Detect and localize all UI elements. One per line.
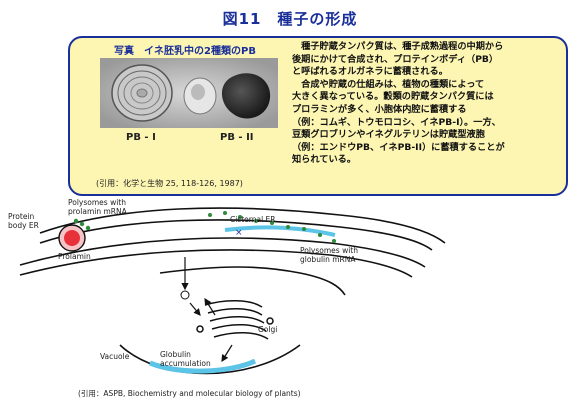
vacuole-label: Vacuole — [100, 352, 130, 361]
label-line: Protein — [8, 212, 35, 221]
paragraph-line: 大きく異なっている。穀類の貯蔵タンパク質には — [292, 91, 494, 103]
pb2-label: PB - II — [220, 132, 254, 143]
golgi-stack — [196, 300, 274, 340]
label-line: Globulin — [160, 350, 191, 359]
micrograph-photo — [100, 58, 278, 128]
explanation-text: 種子貯蔵タンパク質は、種子成熟過程の中期から 後期にかけて合成され、プロテインボ… — [292, 41, 564, 167]
label-line: Polysomes with — [300, 246, 358, 255]
diagram-citation: (引用：ASPB, Biochemistry and molecular bio… — [78, 389, 301, 398]
pb2-image — [183, 73, 271, 119]
protein-body-er-label: Protein body ER — [8, 212, 39, 230]
globulin-accumulation-label: Globulin accumulation — [160, 350, 211, 368]
photo-citation: (引用：化学と生物 25, 118-126, 1987) — [96, 179, 243, 188]
svg-text:×: × — [235, 228, 243, 238]
er-membranes — [19, 207, 446, 296]
vacuole — [119, 344, 301, 375]
label-line: prolamin mRNA — [68, 207, 127, 216]
label-line: accumulation — [160, 359, 211, 368]
cell-diagram: × — [19, 207, 446, 375]
photo-caption: 写真 イネ胚乳中の2種類のPB — [114, 46, 256, 57]
cisternal-er-label: Cisternal ER — [230, 215, 276, 224]
golgi-to-vacuole-arrow — [221, 344, 233, 363]
paragraph-line: 豆類グロブリンやイネグルテリンは貯蔵型液胞 — [292, 129, 485, 141]
label-line: body ER — [8, 221, 39, 230]
label-line: globulin mRNA — [300, 255, 356, 264]
paragraph-line: （例：エンドウPB、イネPB-II）に蓄積することが — [292, 141, 505, 153]
prolamin-label: Prolamin — [58, 252, 91, 261]
paragraph-line: 合成や貯蔵の仕組みは、植物の種類によって — [292, 78, 485, 90]
cisternal-er: × — [208, 211, 336, 243]
paragraph-line: 種子貯蔵タンパク質は、種子成熟過程の中期から — [292, 41, 504, 52]
polysomes-globulin-label: Polysomes with globulin mRNA — [300, 246, 358, 264]
vesicle-path — [180, 257, 216, 316]
paragraph-line: （例：コムギ、トウモロコシ、イネPB-I）。一方、 — [292, 116, 501, 128]
paragraph-line: 知られている。 — [292, 154, 357, 166]
pb1-label: PB - I — [126, 132, 156, 143]
pb1-image — [111, 64, 173, 122]
protein-body — [58, 218, 91, 252]
paragraph-line: プロラミンが多く、小胞体内腔に蓄積する — [292, 103, 467, 115]
label-line: Polysomes with — [68, 198, 126, 207]
paragraph-line: 後期にかけて合成され、プロテインボディ（PB） — [292, 53, 499, 65]
paragraph-line: と呼ばれるオルガネラに蓄積される。 — [292, 66, 448, 78]
polysomes-prolamin-label: Polysomes with prolamin mRNA — [68, 198, 127, 216]
figure-title: 図11 種子の形成 — [222, 10, 358, 28]
golgi-label: Golgi — [258, 325, 278, 334]
